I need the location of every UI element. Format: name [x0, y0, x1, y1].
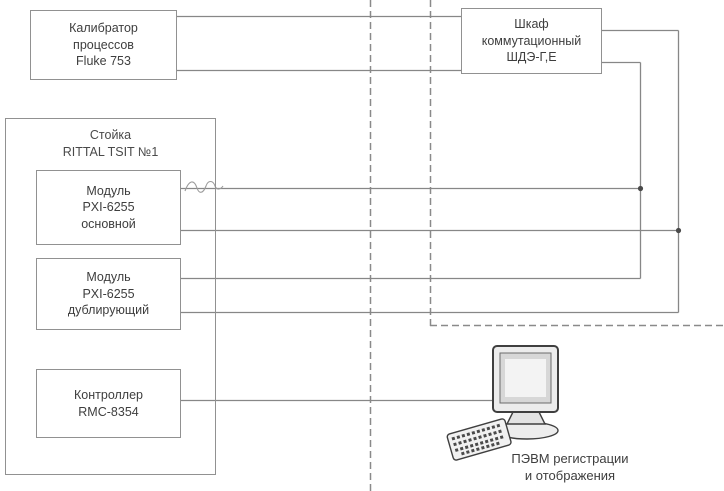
- box-label-line: процессов: [73, 37, 134, 52]
- pc-caption-line: и отображения: [524, 467, 616, 483]
- rack-label-line: Стойка: [89, 128, 132, 142]
- box-label-line: дублирующий: [67, 303, 150, 318]
- box-label-line: Модуль: [86, 183, 131, 198]
- box-module-pxi-main: Модуль PXI-6255 основной: [36, 170, 181, 245]
- keyboard-key-row: [451, 423, 503, 441]
- box-module-pxi-backup: Модуль PXI-6255 дублирующий: [36, 258, 181, 330]
- ink-scribble: [184, 180, 224, 193]
- box-label-line: PXI-6255: [82, 286, 135, 301]
- pc-caption: ПЭВМ регистрации и отображения: [470, 451, 670, 484]
- box-label-line: основной: [81, 216, 136, 231]
- junction-dot-b: [675, 227, 682, 234]
- keyboard-spacebar-row: [461, 441, 501, 456]
- monitor-screen-glare: [505, 359, 546, 397]
- monitor-stand: [505, 411, 547, 425]
- keyboard: [446, 418, 512, 461]
- computer-illustration: [446, 345, 559, 461]
- box-label-line: PXI-6255: [82, 200, 135, 215]
- box-label-line: Калибратор: [69, 21, 138, 36]
- keyboard-key-row: [454, 434, 506, 452]
- box-label-line: RMC-8354: [78, 404, 139, 419]
- box-label-line: коммутационный: [481, 33, 582, 48]
- box-calibrator-fluke-753: Калибратор процессов Fluke 753: [30, 10, 177, 80]
- box-label-line: Контроллер: [74, 388, 143, 402]
- junction-dot-a: [637, 185, 644, 192]
- box-label-line: Шкаф: [514, 17, 549, 32]
- box-rack-rittal: Стойка RITTAL TSIT №1: [5, 118, 216, 475]
- rack-label-line: RITTAL TSIT №1: [62, 144, 159, 159]
- box-label-line: Fluke 753: [76, 54, 131, 69]
- box-label-line: Модуль: [86, 270, 131, 285]
- box-label-line: ШДЭ-Г,Е: [506, 50, 557, 65]
- box-switch-cabinet: Шкаф коммутационный ШДЭ-Г,Е: [461, 8, 602, 74]
- pc-caption-line: ПЭВМ регистрации: [511, 451, 629, 466]
- keyboard-key-row: [453, 428, 504, 447]
- box-controller-rmc-8354: Контроллер RMC-8354: [36, 369, 181, 438]
